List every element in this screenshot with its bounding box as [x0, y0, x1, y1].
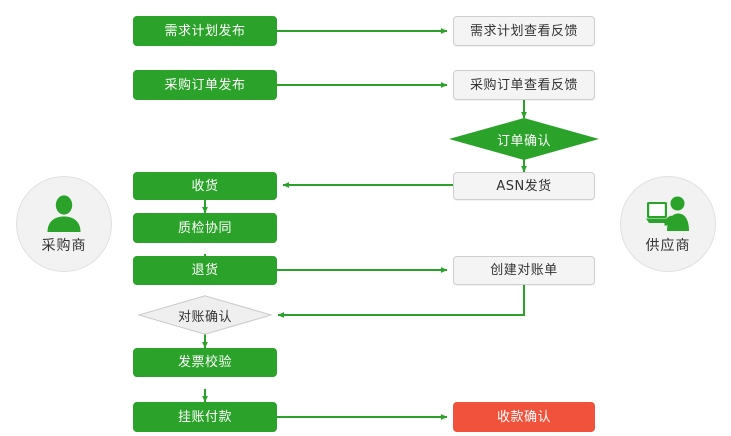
- person-at-computer-icon: [646, 196, 689, 231]
- node-label: 采购订单发布: [164, 77, 246, 93]
- node-asn-shipment[interactable]: ASN发货: [453, 172, 595, 200]
- node-demand-plan-feedback[interactable]: 需求计划查看反馈: [453, 16, 595, 46]
- actor-supplier-label: 供应商: [645, 237, 691, 254]
- node-invoice-verify[interactable]: 发票校验: [133, 348, 277, 377]
- node-statement-confirm[interactable]: 对账确认: [138, 295, 272, 335]
- node-label: 挂账付款: [177, 409, 232, 425]
- node-receive-goods[interactable]: 收货: [133, 172, 277, 200]
- node-create-statement[interactable]: 创建对账单: [453, 256, 595, 285]
- node-order-confirm[interactable]: 订单确认: [449, 118, 599, 160]
- node-label: 需求计划查看反馈: [469, 23, 578, 39]
- actor-supplier[interactable]: 供应商: [620, 176, 716, 272]
- actor-buyer[interactable]: 采购商: [16, 176, 112, 272]
- actor-buyer-label: 采购商: [41, 237, 87, 254]
- node-label: 需求计划发布: [164, 23, 246, 39]
- node-receipt-confirm[interactable]: 收款确认: [453, 402, 595, 432]
- node-label: 退货: [191, 263, 219, 278]
- node-quality-collab[interactable]: 质检协同: [133, 213, 277, 243]
- node-label: 采购订单查看反馈: [469, 77, 578, 93]
- node-label: 收货: [191, 178, 219, 194]
- node-po-feedback[interactable]: 采购订单查看反馈: [453, 70, 595, 100]
- person-icon: [47, 194, 81, 232]
- node-payable-payment[interactable]: 挂账付款: [133, 402, 277, 432]
- node-return-goods[interactable]: 退货: [133, 256, 277, 285]
- diamond-shape: [449, 118, 599, 160]
- edge-statement-to-confirm: [277, 285, 525, 318]
- node-po-publish[interactable]: 采购订单发布: [133, 70, 277, 100]
- node-label: 收款确认: [496, 409, 551, 425]
- node-label: 质检协同: [177, 220, 232, 236]
- node-demand-plan-publish[interactable]: 需求计划发布: [133, 16, 277, 46]
- node-label: ASN发货: [496, 178, 552, 194]
- diamond-shape: [138, 295, 272, 335]
- node-label: 发票校验: [177, 355, 232, 370]
- node-label: 创建对账单: [490, 263, 558, 278]
